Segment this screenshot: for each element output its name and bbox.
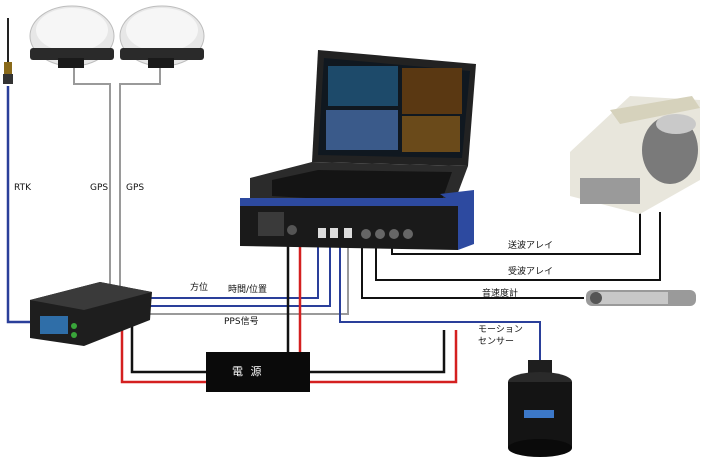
rx-array-cable	[375, 212, 661, 281]
power-supply-icon	[206, 352, 310, 392]
processor-unit-icon	[240, 190, 474, 250]
power-cable-red-right	[306, 330, 458, 384]
sound-velocity-probe-icon	[586, 290, 696, 306]
gps-antenna-icon	[119, 5, 205, 68]
pps-cable	[150, 243, 349, 315]
laptop-icon	[250, 50, 476, 214]
pps-label: PPS信号	[224, 317, 259, 327]
sound-speed-cable	[361, 243, 584, 299]
gps-receiver-icon	[30, 282, 152, 346]
power-cable-black-right	[306, 330, 446, 374]
motion-sensor-label-2: センサー	[478, 337, 515, 347]
time-position-label: 時間/位置	[228, 285, 268, 295]
rx-array-label: 受波アレイ	[508, 267, 554, 277]
gps-left-label: GPS	[90, 183, 109, 193]
tx-array-label: 送波アレイ	[508, 241, 554, 251]
heading-cable	[150, 243, 319, 299]
gps-right-label: GPS	[126, 183, 145, 193]
power-cable-black-left	[130, 325, 210, 374]
power-label: 電 源	[232, 365, 264, 378]
gps-antenna-icon	[29, 5, 115, 68]
motion-sensor-label-1: モーション	[478, 325, 523, 335]
sound-speed-label: 音速度計	[482, 289, 519, 299]
gps-cable-left	[73, 66, 111, 290]
motion-sensor-icon	[508, 360, 572, 457]
time-position-cable	[150, 243, 331, 307]
rtk-cable	[6, 86, 40, 324]
rtk-label: RTK	[14, 183, 31, 193]
motion-sensor-cable	[339, 243, 541, 362]
power-cable-red-left	[120, 325, 210, 384]
gps-cable-right	[119, 66, 161, 290]
transducer-array-icon	[570, 96, 700, 214]
heading-label: 方位	[190, 283, 209, 293]
rtk-antenna-icon	[3, 18, 13, 84]
